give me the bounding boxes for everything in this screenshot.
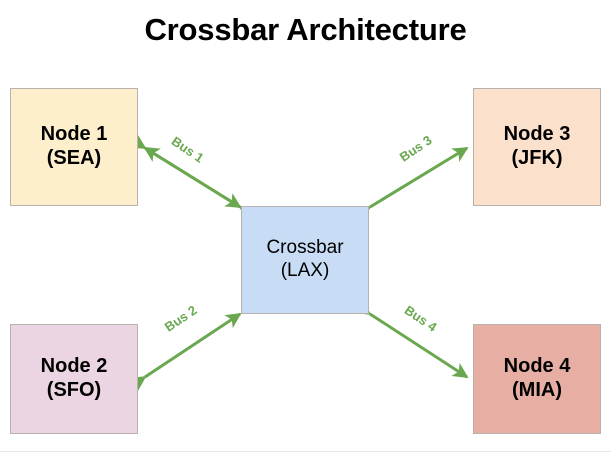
bus-1-label: Bus 1: [168, 133, 207, 166]
bus-4-label: Bus 4: [401, 302, 440, 335]
bus-2-arrow: [129, 312, 242, 392]
node-4-code: (MIA): [512, 379, 562, 401]
node-1-name: Node 1: [40, 123, 108, 146]
node-box-node-2[interactable]: Node 2 (SFO): [10, 324, 138, 434]
node-3-code: (JFK): [511, 147, 563, 169]
crossbar-box[interactable]: Crossbar (LAX): [241, 206, 369, 314]
bus-3-arrow: [354, 146, 469, 221]
node-2-name: Node 2: [40, 355, 108, 378]
node-3-name: Node 3: [503, 123, 571, 146]
bus-2-label: Bus 2: [161, 302, 200, 335]
node-1-code: (SEA): [46, 147, 102, 169]
crossbar-name: Crossbar: [266, 237, 344, 259]
page-title: Crossbar Architecture: [144, 12, 467, 47]
bus-3-label: Bus 3: [396, 132, 435, 165]
node-4-name: Node 4: [503, 355, 571, 378]
crossbar-code: (LAX): [280, 260, 330, 281]
node-2-code: (SFO): [46, 379, 102, 401]
node-box-node-3[interactable]: Node 3 (JFK): [473, 88, 601, 206]
node-box-node-1[interactable]: Node 1 (SEA): [10, 88, 138, 206]
node-box-node-4[interactable]: Node 4 (MIA): [473, 324, 601, 434]
